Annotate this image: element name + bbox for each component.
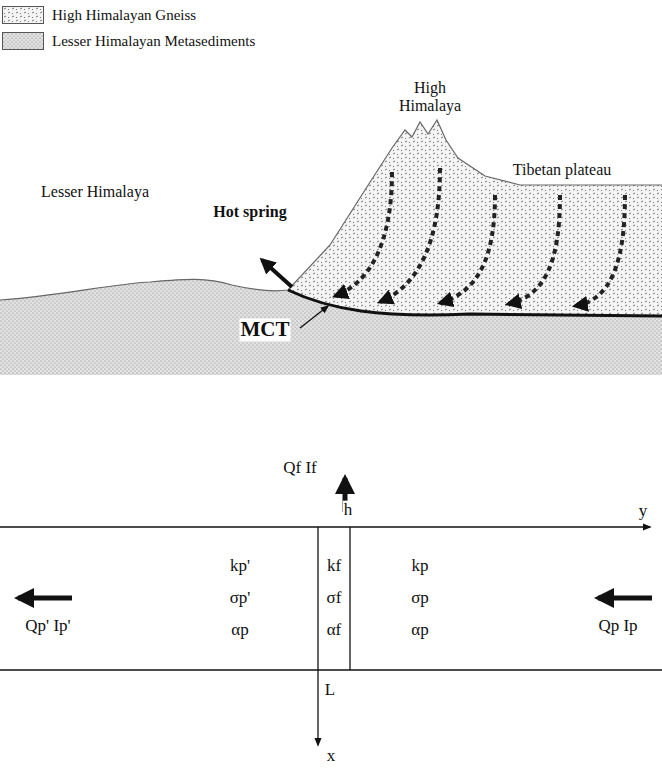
mct-pointer <box>300 306 328 328</box>
parameter-label: kp <box>411 557 430 576</box>
parameter-label: kf <box>326 557 342 576</box>
parameter-label: kp' <box>229 557 251 576</box>
legend-text: Lesser Himalayan Metasediments <box>52 33 255 50</box>
feature-label: Hot spring <box>212 203 287 221</box>
flux-label: Qp Ip <box>597 617 638 636</box>
high-himalaya-unit <box>288 120 662 316</box>
region-label: High Himalaya <box>389 79 471 114</box>
legend-entry: High Himalayan Gneiss <box>2 6 196 24</box>
parameter-label: αp <box>410 621 429 640</box>
legend-swatch <box>2 32 44 50</box>
model-schematic <box>0 478 662 745</box>
parameter-label: αf <box>326 621 343 640</box>
parameter-label: σp <box>410 589 430 608</box>
legend-text: High Himalayan Gneiss <box>52 7 196 24</box>
fault-label: MCT <box>240 318 291 341</box>
flux-label: Qp' Ip' <box>24 617 71 636</box>
ground-surface <box>0 120 662 300</box>
legend-swatch <box>2 6 44 24</box>
flux-label: Qf If <box>282 459 318 478</box>
region-label: Tibetan plateau <box>512 161 613 179</box>
axis-label: x <box>326 747 337 766</box>
hot-spring-arrow <box>262 260 292 287</box>
region-label: Lesser Himalaya <box>40 183 150 201</box>
parameter-label: αp <box>230 621 249 640</box>
axis-label: L <box>324 681 336 700</box>
axis-label: h <box>343 501 354 520</box>
flow-arrows <box>335 168 625 306</box>
axis-label: y <box>638 502 649 521</box>
parameter-label: σf <box>326 589 343 608</box>
parameter-label: σp' <box>229 589 252 608</box>
legend-entry: Lesser Himalayan Metasediments <box>2 32 255 50</box>
